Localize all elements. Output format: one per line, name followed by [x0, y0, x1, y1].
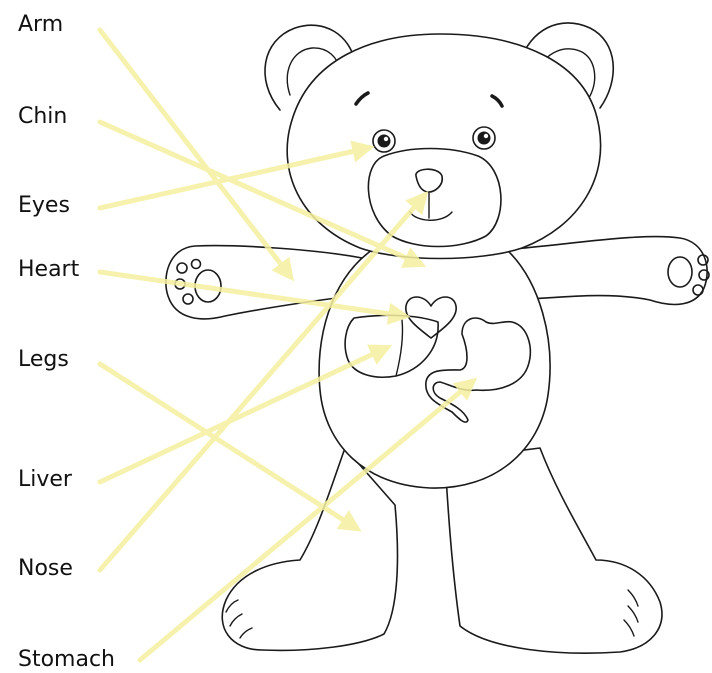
label-arm: Arm: [18, 12, 63, 38]
right-eye: [473, 127, 495, 149]
bear-drawing: [166, 23, 709, 653]
left-eye: [373, 130, 395, 152]
label-liver: Liver: [18, 467, 72, 493]
label-legs: Legs: [18, 347, 69, 373]
label-chin: Chin: [18, 104, 67, 130]
arrow-arm: [100, 30, 290, 276]
label-eyes: Eyes: [18, 193, 70, 219]
label-nose: Nose: [18, 556, 73, 582]
label-heart: Heart: [18, 257, 79, 283]
left-leg: [222, 448, 397, 650]
arrow-legs: [100, 364, 356, 528]
label-stomach: Stomach: [18, 647, 115, 673]
